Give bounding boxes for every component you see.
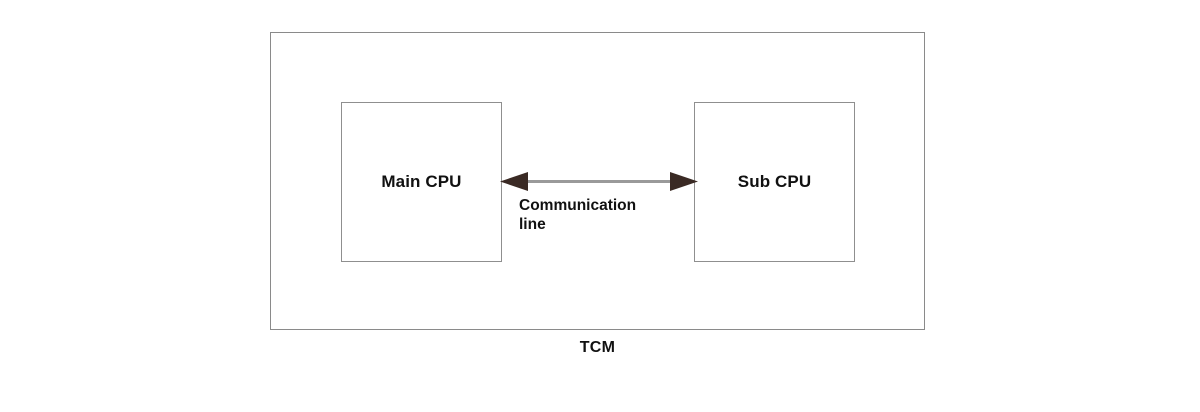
block-main-cpu-label: Main CPU [381, 172, 462, 191]
block-sub-cpu: Sub CPU [694, 102, 855, 262]
communication-line-label: Communication line [519, 196, 709, 234]
block-sub-cpu-label: Sub CPU [737, 172, 812, 191]
block-main-cpu: Main CPU [341, 102, 502, 262]
diagram-caption-tcm: TCM [579, 339, 616, 356]
communication-line-label-line1: Communication [519, 197, 637, 214]
communication-line-label-line2: line [519, 216, 546, 233]
